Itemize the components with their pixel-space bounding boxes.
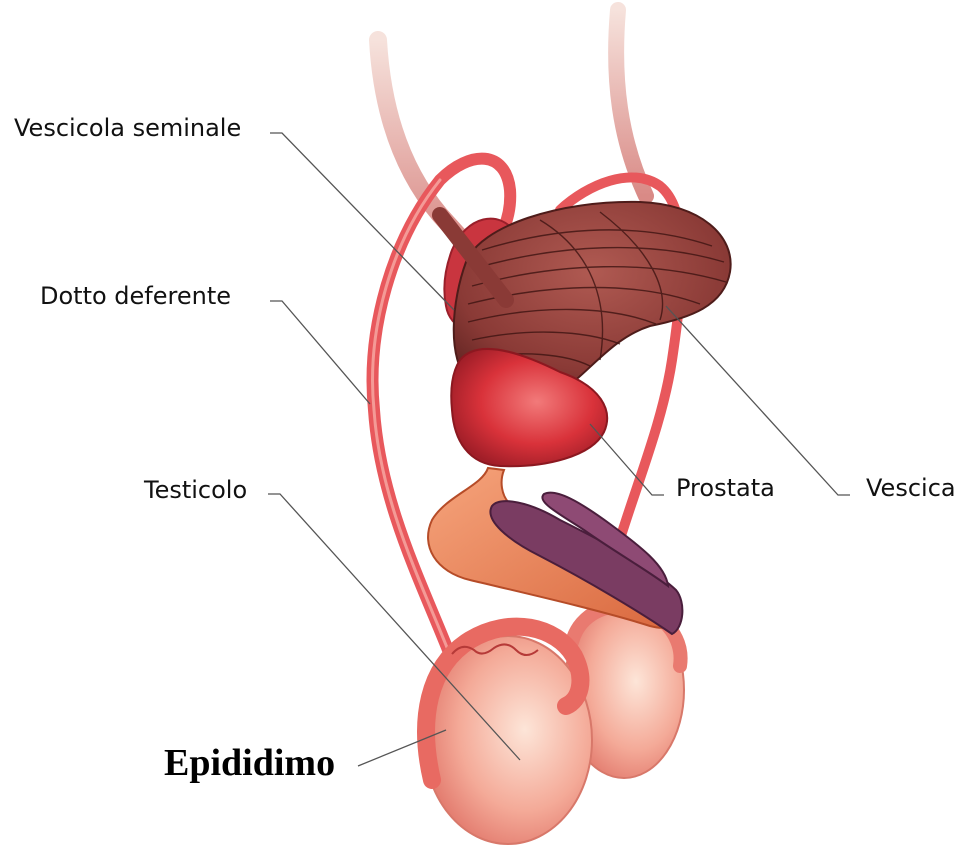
label-seminal-vesicle: Vescicola seminale (14, 116, 241, 140)
label-prostate: Prostata (676, 476, 775, 500)
label-vas-deferens: Dotto deferente (40, 284, 231, 308)
label-testicle: Testicolo (144, 478, 247, 502)
label-bladder: Vescica (866, 476, 956, 500)
label-epididymis: Epididimo (164, 744, 335, 782)
right-ureter (616, 10, 646, 196)
vas-highlight (373, 180, 448, 650)
